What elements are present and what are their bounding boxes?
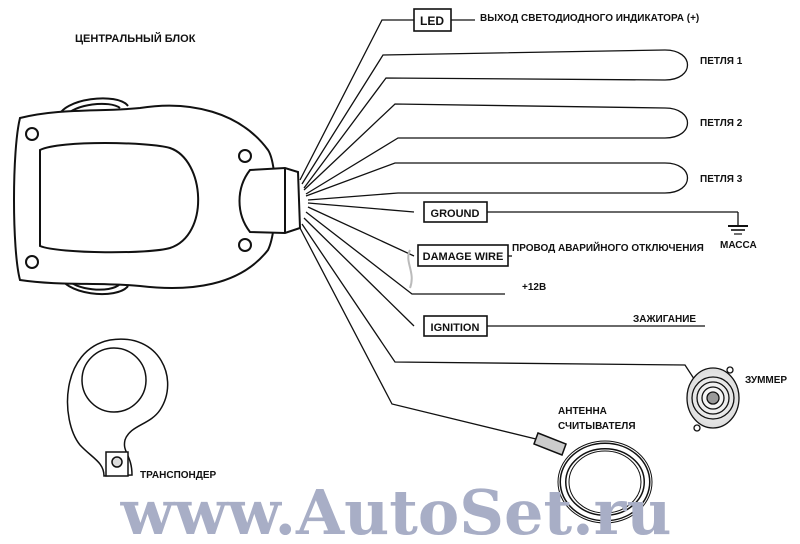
buzzer-label: ЗУММЕР bbox=[745, 375, 787, 386]
central-unit bbox=[13, 97, 302, 296]
transponder-label: ТРАНСПОНДЕР bbox=[140, 470, 217, 481]
central-unit-title: ЦЕНТРАЛЬНЫЙ БЛОК bbox=[75, 32, 196, 45]
ignition-box-label: IGNITION bbox=[431, 322, 480, 334]
emergency-wire-label: ПРОВОД АВАРИЙНОГО ОТКЛЮЧЕНИЯ bbox=[512, 241, 704, 254]
buzzer bbox=[686, 366, 740, 432]
damage-wire-box-label: DAMAGE WIRE bbox=[423, 251, 504, 263]
ground-box-label: GROUND bbox=[431, 208, 480, 220]
antenna-label-line1: АНТЕННА bbox=[558, 406, 607, 417]
led-output-label: ВЫХОД СВЕТОДИОДНОГО ИНДИКАТОРА (+) bbox=[480, 13, 699, 24]
transponder bbox=[66, 338, 169, 477]
watermark: www.AutoSet.ru bbox=[120, 476, 672, 544]
reader-antenna bbox=[533, 432, 653, 524]
ignition-box: IGNITION bbox=[423, 315, 488, 337]
led-box: LED bbox=[413, 8, 452, 32]
ignition-label: ЗАЖИГАНИЕ bbox=[633, 314, 696, 325]
mass-label: МАССА bbox=[720, 240, 757, 251]
damage-wire-box: DAMAGE WIRE bbox=[417, 244, 509, 267]
led-box-label: LED bbox=[420, 14, 444, 28]
loop1-label: ПЕТЛЯ 1 bbox=[700, 56, 743, 67]
plus12-label: +12В bbox=[522, 282, 546, 293]
wires bbox=[299, 19, 748, 441]
antenna-label-line2: СЧИТЫВАТЕЛЯ bbox=[558, 421, 636, 432]
loop2-label: ПЕТЛЯ 2 bbox=[700, 118, 743, 129]
ground-box: GROUND bbox=[423, 201, 488, 223]
loop3-label: ПЕТЛЯ 3 bbox=[700, 174, 743, 185]
